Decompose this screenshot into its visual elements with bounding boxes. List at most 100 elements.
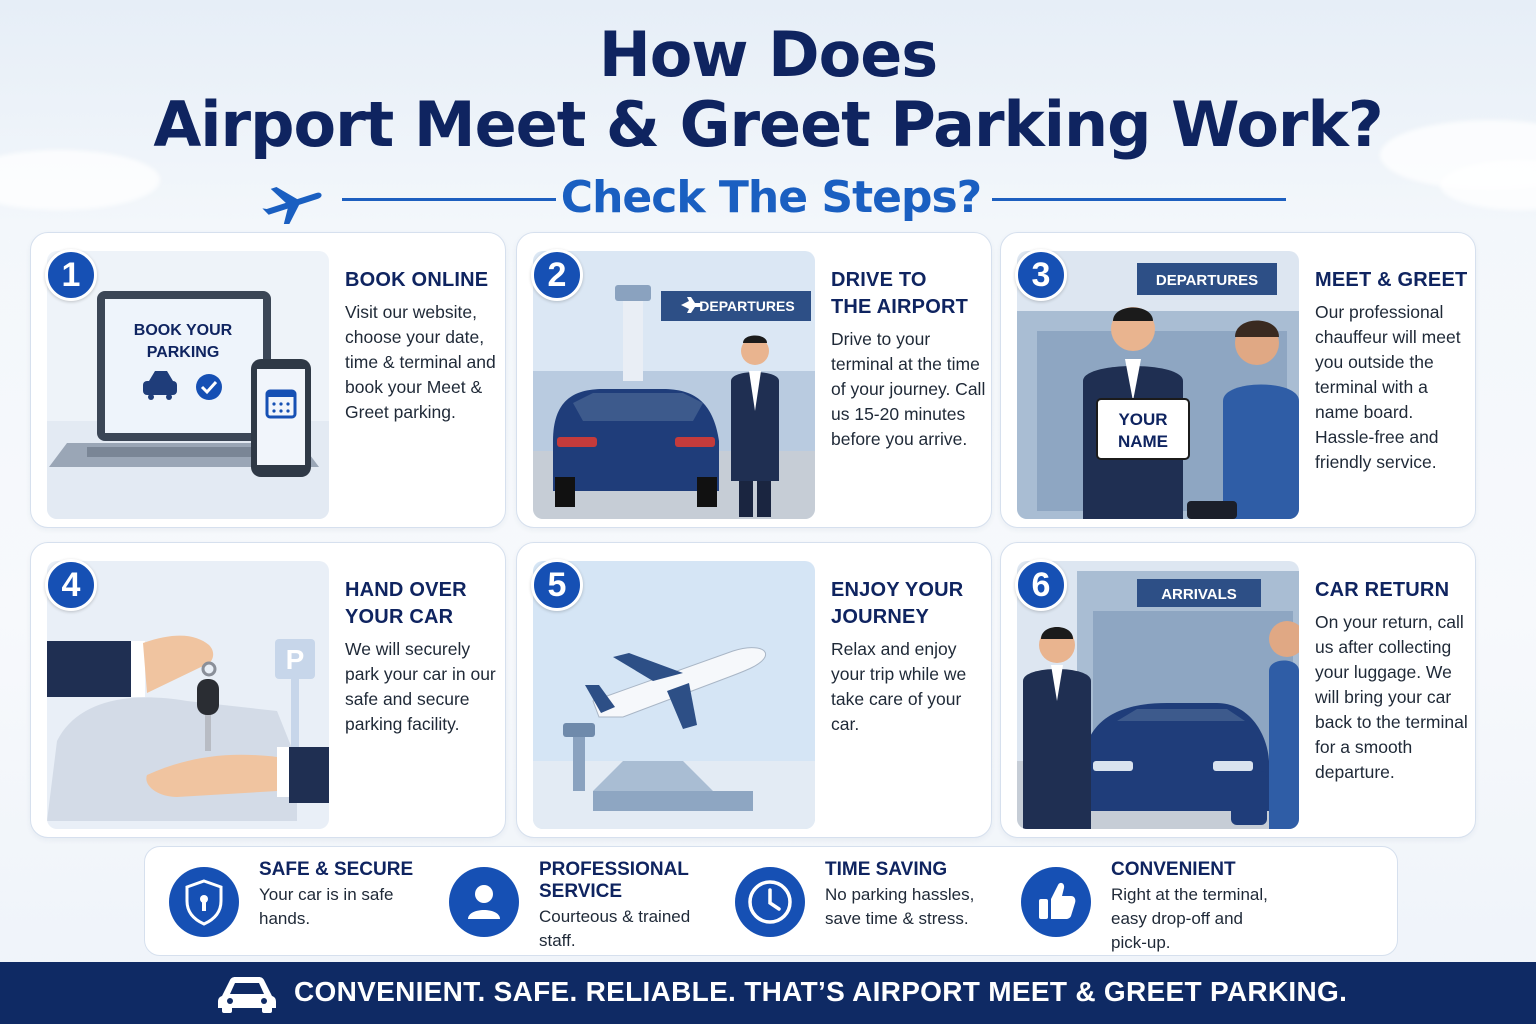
departures-sign: DEPARTURES xyxy=(1156,272,1258,289)
step-description: Visit our website, choose your date, tim… xyxy=(345,302,496,422)
step-1-illustration: BOOK YOUR PARKING xyxy=(47,251,329,519)
airplane-icon xyxy=(262,186,322,224)
chauffeur-figure xyxy=(731,335,779,517)
step-card-drive-to-airport: DEPARTURES 2 DRIVE TO THE AIRPORT Dr xyxy=(516,232,992,528)
step-5-illustration xyxy=(533,561,815,829)
car-terminal-illustration: DEPARTURES xyxy=(533,251,815,519)
subtitle-row: Check The Steps? xyxy=(0,168,1536,228)
subtitle-divider-left xyxy=(342,198,556,201)
step-heading-line1: DRIVE TO xyxy=(831,269,927,291)
step-heading: HAND OVER YOUR CAR xyxy=(345,577,501,631)
feature-text: SAFE & SECURE Your car is in safe hands. xyxy=(259,859,429,931)
step-heading-line1: ENJOY YOUR xyxy=(831,579,964,601)
feature-heading-line2: SERVICE xyxy=(539,881,623,902)
subtitle-divider-right xyxy=(992,198,1286,201)
feature-professional-service: PROFESSIONAL SERVICE Courteous & trained… xyxy=(429,857,709,953)
step-number-badge: 3 xyxy=(1015,249,1067,301)
step-4-illustration: P xyxy=(47,561,329,829)
feature-heading-line1: CONVENIENT xyxy=(1111,859,1236,880)
car-icon xyxy=(143,371,177,400)
check-icon xyxy=(196,374,222,400)
step-heading: BOOK ONLINE xyxy=(345,267,501,294)
chauffeur-figure xyxy=(1023,627,1091,829)
car-illustration xyxy=(553,389,719,507)
airplane-takeoff-illustration xyxy=(533,561,815,829)
receiving-hand xyxy=(146,747,329,803)
step-number-badge: 5 xyxy=(531,559,583,611)
key-icon xyxy=(197,661,219,751)
footer-banner: CONVENIENT. SAFE. RELIABLE. THAT’S AIRPO… xyxy=(0,962,1536,1024)
step-number-badge: 4 xyxy=(45,559,97,611)
footer-tagline: CONVENIENT. SAFE. RELIABLE. THAT’S AIRPO… xyxy=(294,976,1348,1007)
feature-convenient: CONVENIENT Right at the terminal, easy d… xyxy=(1001,857,1281,953)
traveller-figure xyxy=(1187,320,1299,519)
feature-description: Right at the terminal, easy drop-off and… xyxy=(1111,885,1268,952)
step-4-text: HAND OVER YOUR CAR We will securely park… xyxy=(345,577,501,737)
step-card-meet-and-greet: DEPARTURES YOUR NAME 3 MEET & GREET Our … xyxy=(1000,232,1476,528)
step-heading-line1: MEET & GREET xyxy=(1315,269,1468,291)
step-card-enjoy-journey: 5 ENJOY YOUR JOURNEY Relax and enjoy you… xyxy=(516,542,992,838)
screen-text-line2: PARKING xyxy=(147,344,220,361)
screen-text-line1: BOOK YOUR xyxy=(134,322,233,339)
step-description: Drive to your terminal at the time of yo… xyxy=(831,329,986,449)
step-heading: ENJOY YOUR JOURNEY xyxy=(831,577,987,631)
car-illustration xyxy=(1083,703,1269,811)
feature-heading-line1: PROFESSIONAL xyxy=(539,859,689,880)
step-3-text: MEET & GREET Our professional chauffeur … xyxy=(1315,267,1471,475)
departures-sign: DEPARTURES xyxy=(699,298,794,314)
step-heading-line1: BOOK ONLINE xyxy=(345,269,489,291)
subtitle: Check The Steps? xyxy=(560,172,982,223)
feature-heading-line1: SAFE & SECURE xyxy=(259,859,414,880)
step-6-text: CAR RETURN On your return, call us after… xyxy=(1315,577,1471,785)
feature-text: TIME SAVING No parking hassles, save tim… xyxy=(825,859,995,931)
car-icon xyxy=(218,977,276,1013)
person-icon xyxy=(449,867,519,937)
step-description: Relax and enjoy your trip while we take … xyxy=(831,639,967,734)
step-heading-line1: CAR RETURN xyxy=(1315,579,1450,601)
car-return-illustration: ARRIVALS xyxy=(1017,561,1299,829)
step-heading: MEET & GREET xyxy=(1315,267,1471,294)
background-cloud xyxy=(0,150,160,210)
arrivals-sign: ARRIVALS xyxy=(1161,586,1237,603)
step-2-text: DRIVE TO THE AIRPORT Drive to your termi… xyxy=(831,267,987,452)
features-strip: SAFE & SECURE Your car is in safe hands.… xyxy=(144,846,1398,956)
step-1-text: BOOK ONLINE Visit our website, choose yo… xyxy=(345,267,501,425)
step-number-badge: 6 xyxy=(1015,559,1067,611)
name-board-line1: YOUR xyxy=(1118,410,1167,429)
traveller-figure xyxy=(1231,621,1299,829)
clock-icon xyxy=(735,867,805,937)
step-3-illustration: DEPARTURES YOUR NAME xyxy=(1017,251,1299,519)
step-6-illustration: ARRIVALS xyxy=(1017,561,1299,829)
giving-hand xyxy=(47,635,214,697)
laptop-phone-illustration: BOOK YOUR PARKING xyxy=(47,251,329,519)
step-heading-line2: JOURNEY xyxy=(831,606,930,628)
thumbs-up-icon xyxy=(1021,867,1091,937)
step-card-book-online: BOOK YOUR PARKING 1 xyxy=(30,232,506,528)
step-heading-line2: YOUR CAR xyxy=(345,606,454,628)
step-heading: DRIVE TO THE AIRPORT xyxy=(831,267,987,321)
name-board-line2: NAME xyxy=(1118,432,1168,451)
step-5-text: ENJOY YOUR JOURNEY Relax and enjoy your … xyxy=(831,577,987,737)
feature-description: Your car is in safe hands. xyxy=(259,885,394,928)
step-number-badge: 2 xyxy=(531,249,583,301)
parking-sign: P xyxy=(286,644,305,675)
feature-description: Courteous & trained staff. xyxy=(539,907,691,950)
feature-text: PROFESSIONAL SERVICE Courteous & trained… xyxy=(539,859,709,953)
step-card-car-return: ARRIVALS 6 CAR RETURN xyxy=(1000,542,1476,838)
step-heading-line1: HAND OVER xyxy=(345,579,467,601)
feature-heading-line1: TIME SAVING xyxy=(825,859,948,880)
key-handover-illustration: P xyxy=(47,561,329,829)
feature-safe-secure: SAFE & SECURE Your car is in safe hands. xyxy=(149,857,429,953)
step-description: We will securely park your car in our sa… xyxy=(345,639,496,734)
feature-text: CONVENIENT Right at the terminal, easy d… xyxy=(1111,859,1281,955)
step-heading: CAR RETURN xyxy=(1315,577,1471,604)
feature-time-saving: TIME SAVING No parking hassles, save tim… xyxy=(715,857,995,953)
step-number-badge: 1 xyxy=(45,249,97,301)
step-description: Our professional chauffeur will meet you… xyxy=(1315,302,1461,472)
phone-calendar-icon xyxy=(251,359,311,477)
feature-description: No parking hassles, save time & stress. xyxy=(825,885,975,928)
chauffeur-name-board-illustration: DEPARTURES YOUR NAME xyxy=(1017,251,1299,519)
control-tower xyxy=(563,723,595,791)
page-title-line2: Airport Meet & Greet Parking Work? xyxy=(153,88,1383,161)
airplane-icon xyxy=(585,647,767,729)
